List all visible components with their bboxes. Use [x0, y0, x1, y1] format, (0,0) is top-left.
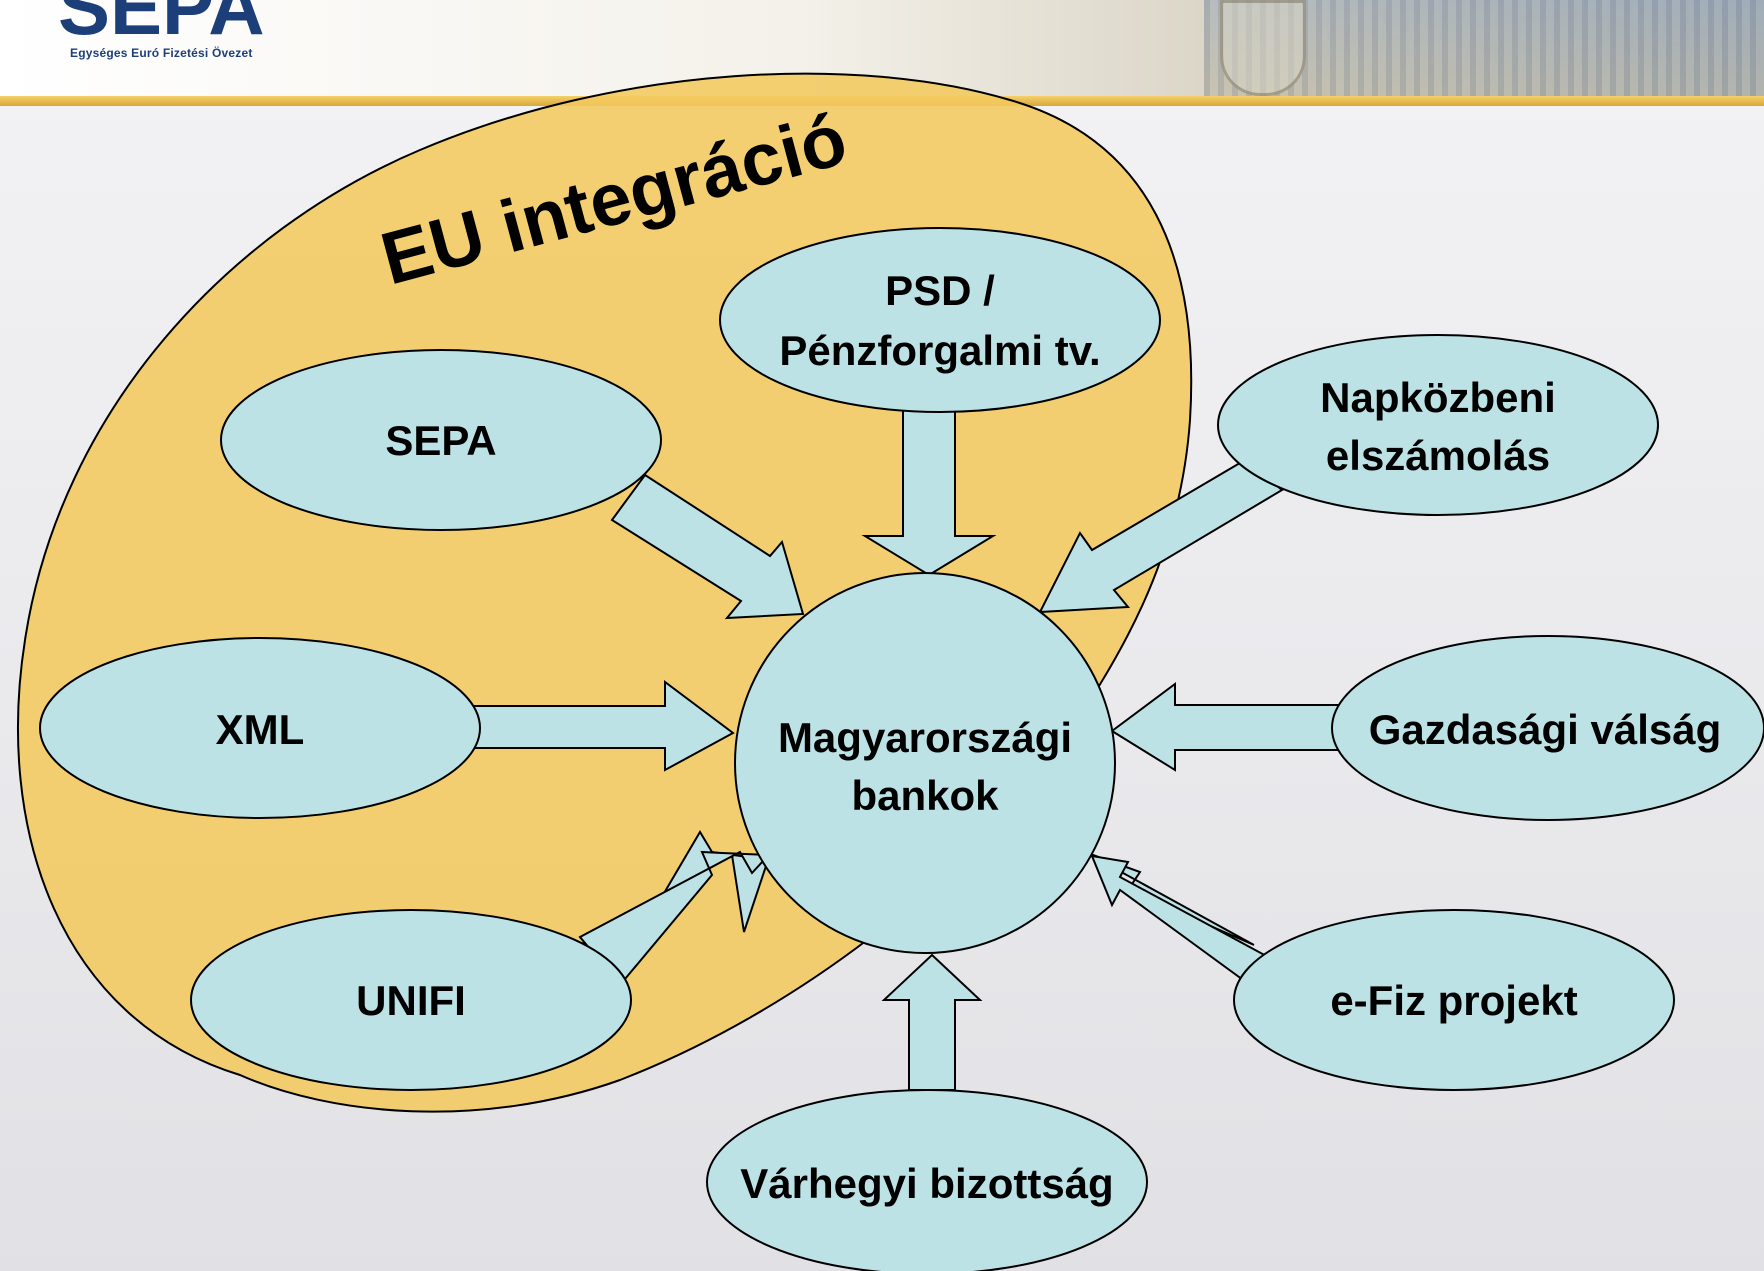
node-efiz-label: e-Fiz projekt: [1330, 977, 1577, 1024]
arrow-psd: [861, 409, 997, 577]
node-gazdasagi: [1331, 635, 1764, 821]
arrow-varhegyi: [881, 953, 983, 1091]
node-xml: [39, 637, 481, 819]
node-center: [734, 572, 1116, 954]
node-varhegyi: [706, 1089, 1148, 1271]
arrow-sepa: [610, 473, 805, 620]
arrow-xml: [469, 680, 735, 772]
node-napkozbeni-label-1: Napközbeni: [1320, 374, 1556, 421]
node-varhegyi-label: Várhegyi bizottság: [740, 1160, 1113, 1207]
node-xml-label: XML: [216, 706, 305, 753]
slide-header: SEPA Egységes Euró Fizetési Övezet: [0, 0, 1764, 104]
node-sepa: [220, 349, 662, 531]
node-unifi: [190, 909, 632, 1091]
node-center-label-2: bankok: [851, 772, 999, 819]
node-psd-label-1: PSD /: [885, 267, 995, 314]
node-efiz: [1233, 909, 1675, 1091]
node-psd-label-2: Pénzforgalmi tv.: [779, 327, 1100, 374]
node-napkozbeni: [1217, 334, 1659, 516]
node-psd: [719, 227, 1161, 413]
sepa-logo: SEPA: [58, 0, 265, 44]
arrow-napkozbeni: [1038, 458, 1284, 614]
coat-of-arms-emblem: [1220, 0, 1306, 96]
node-unifi-label: UNIFI: [356, 977, 466, 1024]
arrow-unifi-body: [578, 850, 773, 987]
arrow-efiz-body: [1090, 854, 1272, 987]
node-gazdasagi-label: Gazdasági válság: [1369, 706, 1722, 753]
logo-subtitle: Egységes Euró Fizetési Övezet: [70, 46, 253, 60]
arrow-gazdasagi: [1110, 682, 1339, 772]
node-center-label-1: Magyarországi: [778, 714, 1072, 761]
sepa-logo-text: SEPA: [58, 0, 265, 44]
node-sepa-label: SEPA: [385, 417, 496, 464]
node-napkozbeni-label-2: elszámolás: [1326, 432, 1550, 479]
